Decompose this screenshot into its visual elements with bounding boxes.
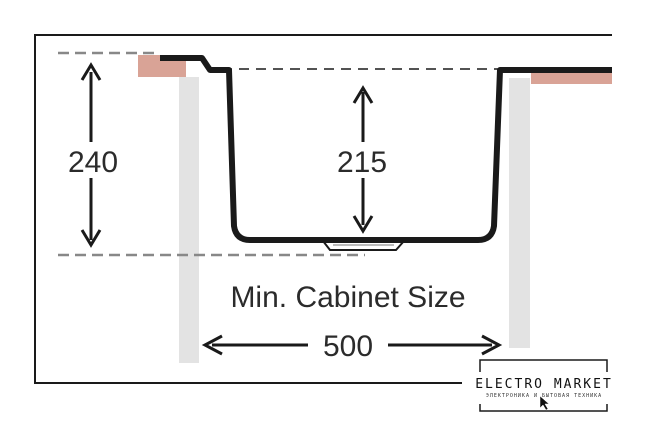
diagram-frame — [34, 34, 612, 384]
bowl-depth-arrow-up — [352, 85, 374, 104]
cabinet-panel-right — [509, 78, 530, 348]
bowl-depth-arrow-down — [352, 215, 374, 234]
total-depth-label: 240 — [68, 146, 118, 179]
logo-name: ELECTRO MARKET — [475, 377, 613, 392]
total-depth-arrow-down — [80, 229, 102, 248]
cabinet-width-arrow-left — [201, 334, 223, 356]
bowl-depth-label: 215 — [337, 146, 387, 179]
total-depth-arrow-up — [80, 62, 102, 81]
sink-profile — [160, 55, 612, 243]
electro-market-logo: ELECTRO MARKET ЭЛЕКТРОНИКА И БЫТОВАЯ ТЕХ… — [462, 359, 626, 412]
cabinet-panel-left — [179, 77, 199, 363]
cabinet-caption: Min. Cabinet Size — [230, 281, 465, 314]
countertop-right — [531, 70, 612, 84]
cabinet-width-arrow-right — [481, 334, 503, 356]
sink-drain — [322, 240, 405, 251]
cabinet-width-label: 500 — [323, 330, 373, 363]
logo-tagline: ЭЛЕКТРОНИКА И БЫТОВАЯ ТЕХНИКА — [486, 393, 602, 399]
cursor-icon — [539, 395, 550, 411]
